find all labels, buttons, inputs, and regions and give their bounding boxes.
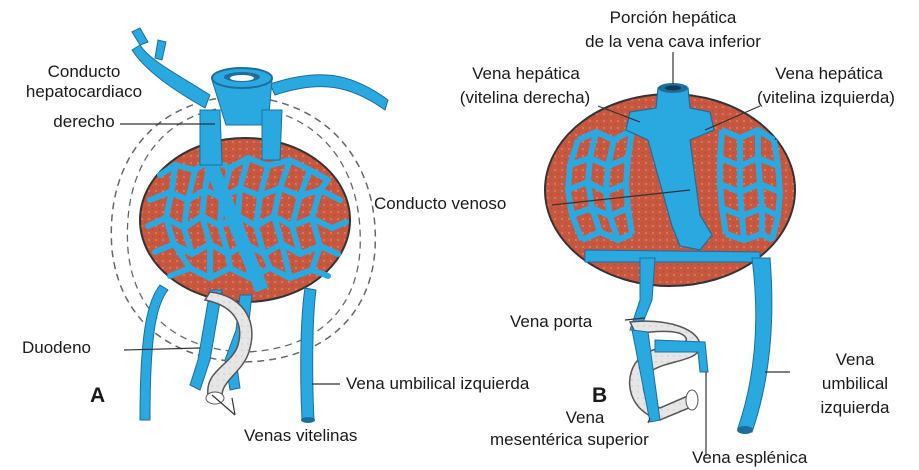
- label-vena-umbilical-izq-a: Vena umbilical izquierda: [346, 374, 529, 394]
- label-porcion-hepatica-line2: de la vena cava inferior: [560, 32, 786, 52]
- label-vena-hepatica-izq-line2: (vitelina izquierda): [736, 88, 916, 108]
- label-vena-esplenica: Vena esplénica: [692, 448, 807, 468]
- label-mesenterica-line2: mesentérica superior: [490, 430, 649, 450]
- left-umbilical-vein-a: [301, 288, 316, 420]
- label-vena-hepatica-der-line1: Vena hepática: [446, 64, 606, 84]
- label-hepatocardiac-line1: Conducto: [22, 62, 146, 82]
- panel-letter-a: A: [90, 386, 105, 406]
- panel-letter-b: B: [592, 386, 607, 406]
- label-vena-hepatica-izq-line1: Vena hepática: [744, 64, 914, 84]
- label-umbilical-b-line1: Vena: [800, 350, 910, 370]
- label-umbilical-b-line2: umbilical: [800, 374, 910, 394]
- label-mesenterica-line1: Vena: [540, 408, 630, 428]
- label-vena-hepatica-der-line2: (vitelina derecha): [440, 88, 610, 108]
- right-umbilical-vein-a: [140, 285, 168, 420]
- label-duodeno: Duodeno: [22, 338, 91, 358]
- label-porcion-hepatica-line1: Porción hepática: [560, 8, 786, 28]
- label-vena-porta: Vena porta: [510, 312, 592, 332]
- left-umbilical-vein-b: [738, 258, 772, 432]
- label-hepatocardiac-line3: derecho: [22, 112, 146, 132]
- label-hepatocardiac-line2: hepatocardiaco: [10, 82, 158, 102]
- label-venas-vitelinas: Venas vitelinas: [244, 426, 357, 446]
- panel-b-art: [545, 52, 795, 456]
- label-umbilical-b-line3: izquierda: [800, 398, 910, 418]
- label-conducto-venoso: Conducto venoso: [374, 194, 506, 214]
